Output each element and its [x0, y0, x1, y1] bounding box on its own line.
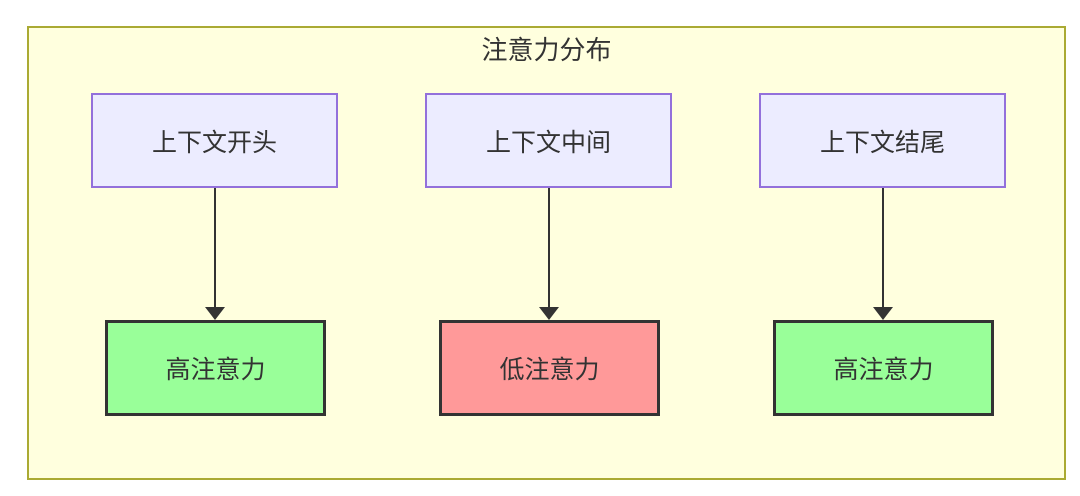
node-result-start-label: 高注意力 [165, 355, 266, 384]
diagram-title: 注意力分布 [481, 36, 612, 66]
node-context-middle: 上下文中间 [425, 93, 672, 188]
node-context-end: 上下文结尾 [759, 93, 1006, 188]
node-result-end: 高注意力 [773, 320, 994, 416]
node-result-middle: 低注意力 [439, 320, 660, 416]
node-context-start: 上下文开头 [91, 93, 338, 188]
edge-line [548, 188, 550, 309]
arrowhead-icon [205, 307, 225, 320]
node-result-middle-label: 低注意力 [499, 355, 600, 384]
node-result-start: 高注意力 [105, 320, 326, 416]
node-context-middle-label: 上下文中间 [485, 127, 611, 157]
edge-line [214, 188, 216, 309]
node-context-start-label: 上下文开头 [151, 127, 277, 157]
node-result-end-label: 高注意力 [833, 355, 934, 384]
arrowhead-icon [873, 307, 893, 320]
node-context-end-label: 上下文结尾 [819, 127, 945, 157]
edge-line [882, 188, 884, 309]
attention-distribution-group: 注意力分布 上下文开头 高注意力 上下文中间 低注意力 上下文结尾 [27, 26, 1066, 480]
arrowhead-icon [539, 307, 559, 320]
